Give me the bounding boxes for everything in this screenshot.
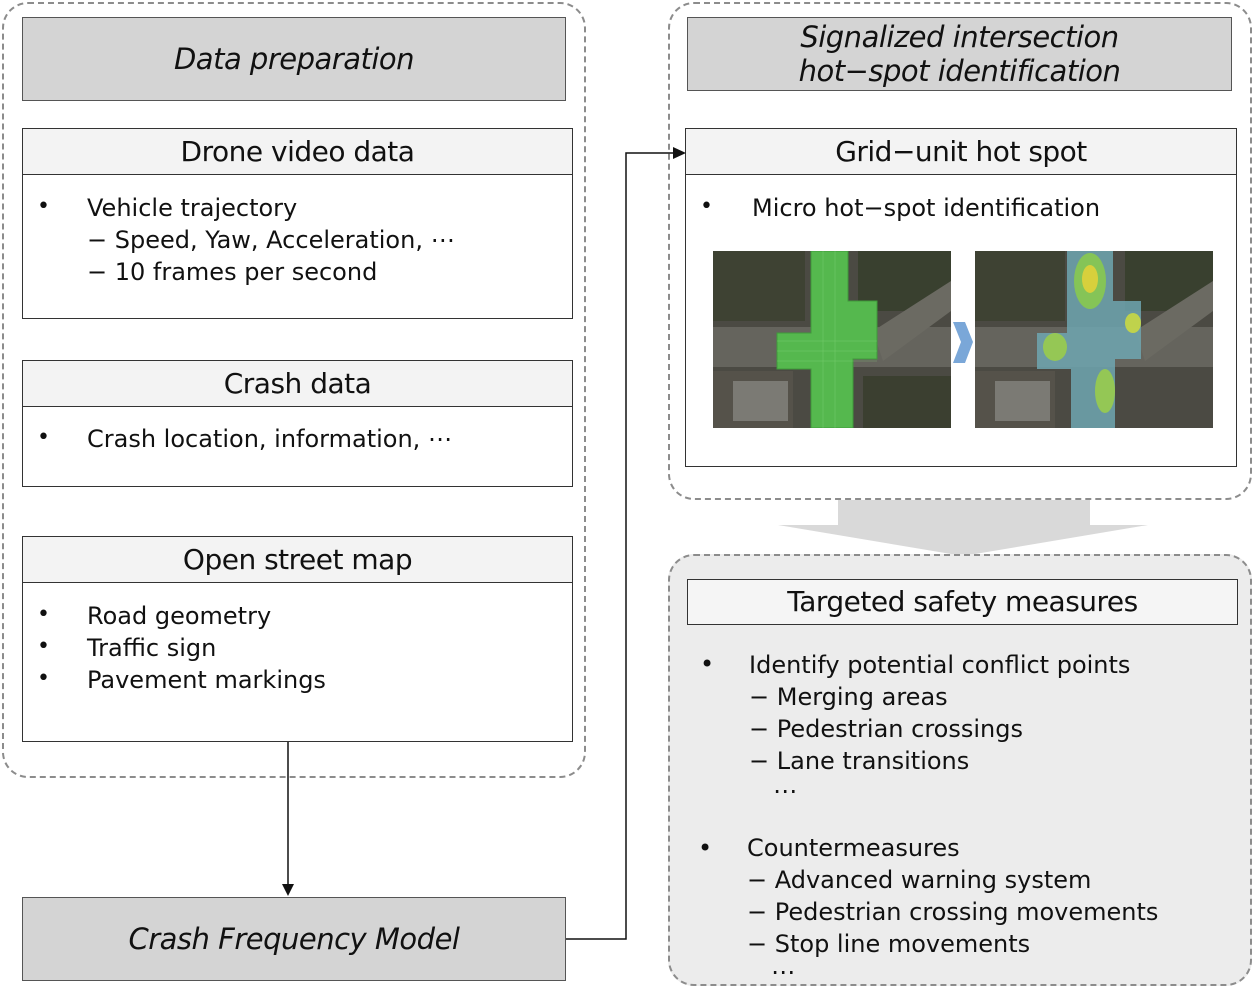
micro-hot-spot-text: Micro hot−spot identification [752, 194, 1101, 222]
targeted-safety-measures-title-box: Targeted safety measures [687, 579, 1238, 625]
merging-areas-text: − Merging areas [749, 683, 948, 711]
data-preparation-group [2, 2, 586, 778]
frames-text: − 10 frames per second [87, 258, 378, 286]
down-arrow-shape [778, 500, 1148, 556]
grid-unit-hot-spot-title: Grid−unit hot spot [686, 129, 1236, 175]
crash-location-text: Crash location, information, ⋯ [87, 425, 452, 453]
bullet-dot: • [37, 634, 50, 659]
road-geometry-text: Road geometry [87, 602, 272, 630]
hot-spot-header-line2: hot−spot identification [798, 54, 1121, 88]
pavement-markings-text: Pavement markings [87, 666, 326, 694]
targeted-safety-measures-title: Targeted safety measures [787, 585, 1138, 618]
crash-data-card: Crash data • Crash location, information… [22, 360, 573, 487]
drone-video-card: Drone video data • Vehicle trajectory − … [22, 128, 573, 319]
bullet-dot: • [37, 602, 50, 627]
targeted-safety-measures-group [668, 554, 1252, 986]
lane-transitions-text: − Lane transitions [749, 747, 970, 775]
hot-spot-identification-header: Signalized intersection hot−spot identif… [687, 17, 1232, 91]
vehicle-trajectory-text: Vehicle trajectory [87, 194, 298, 222]
intersection-grid-image [713, 251, 951, 428]
arrow-chevron-icon [951, 320, 975, 365]
ellipsis-text: ⋯ [771, 958, 795, 986]
advanced-warning-text: − Advanced warning system [747, 866, 1092, 894]
bullet-dot: • [700, 194, 713, 219]
bullet-dot: • [698, 834, 713, 862]
stop-line-movements-text: − Stop line movements [747, 930, 1031, 958]
pedestrian-crossing-movements-text: − Pedestrian crossing movements [747, 898, 1159, 926]
ellipsis-text: ⋯ [773, 777, 797, 805]
bullet-dot: • [700, 650, 715, 678]
data-preparation-title: Data preparation [173, 42, 415, 76]
open-street-map-card: Open street map • Road geometry • Traffi… [22, 536, 573, 742]
bullet-dot: • [37, 666, 50, 691]
traffic-sign-text: Traffic sign [87, 634, 217, 662]
data-preparation-header: Data preparation [22, 17, 566, 101]
crash-frequency-model-label: Crash Frequency Model [128, 922, 460, 956]
bullet-dot: • [37, 194, 50, 219]
crash-data-title: Crash data [23, 361, 572, 407]
intersection-heatmap-image [975, 251, 1213, 428]
drone-video-title: Drone video data [23, 129, 572, 175]
crash-frequency-model-box: Crash Frequency Model [22, 897, 566, 981]
open-street-map-title: Open street map [23, 537, 572, 583]
hot-spot-header-line1: Signalized intersection [800, 20, 1119, 54]
conflict-points-text: Identify potential conflict points [749, 651, 1131, 679]
hot-spot-identification-group [668, 2, 1252, 500]
pedestrian-crossings-text: − Pedestrian crossings [749, 715, 1023, 743]
countermeasures-text: Countermeasures [747, 834, 960, 862]
speed-yaw-text: − Speed, Yaw, Acceleration, ⋯ [87, 226, 455, 254]
bullet-dot: • [37, 425, 50, 450]
